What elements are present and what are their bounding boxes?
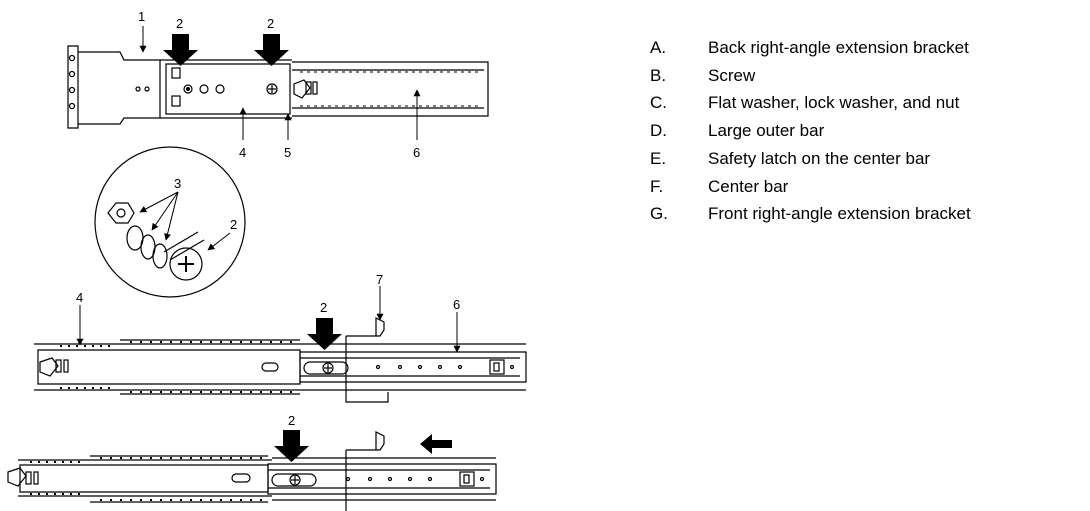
legend-key: E. [650,148,667,168]
callout-2-top-right: 2 [267,16,274,31]
rail-assembly-diagram: 1 2 2 4 5 6 3 2 [7,9,527,511]
legend-key: B. [650,65,667,85]
callout-2-bottom: 2 [288,413,295,428]
callout-1-top: 1 [138,9,145,24]
legend-key: A. [650,38,667,57]
center-bar-top [292,61,489,117]
bottom-rail-assembly [7,431,497,511]
callout-6-top: 6 [413,145,420,160]
legend-key: F. [650,176,664,196]
callout-2-top-left: 2 [176,16,183,31]
slide-direction-arrow [420,434,452,454]
legend-item: C. Flat washer, lock washer, and nut [650,89,971,117]
callout-4-middle: 4 [76,290,83,305]
callout-5-top: 5 [284,145,291,160]
push-arrow-middle [307,318,342,350]
callout-2-detail: 2 [230,217,237,232]
legend-text: Center bar [708,176,789,196]
legend-text: Flat washer, lock washer, and nut [708,93,960,113]
legend-text: Front right-angle extension bracket [708,204,971,224]
callout-3-detail: 3 [174,176,181,191]
legend-item: F. Center bar [650,173,971,201]
callout-4-top: 4 [239,145,246,160]
legend-item: E. Safety latch on the center bar [650,145,971,173]
legend-item: D. Large outer bar [650,117,971,145]
legend-text: Back right-angle extension bracket [708,38,969,57]
outer-bar-top [160,59,292,119]
hardware-detail [94,146,246,298]
legend-item: G. Front right-angle extension bracket [650,200,971,228]
legend-item: A. Back right-angle extension bracket [650,34,971,62]
legend-key: D. [650,121,667,141]
legend-list: A. Back right-angle extension bracket B. S… [650,34,971,228]
legend-key: C. [650,93,667,113]
middle-rail-assembly [34,317,527,403]
back-bracket [67,45,161,129]
legend-key: G. [650,204,668,224]
callout-2-middle: 2 [320,300,327,315]
push-arrow-top-right [254,34,289,66]
legend-text: Screw [708,65,756,85]
callout-6-middle: 6 [453,297,460,312]
push-arrow-top-left [163,34,198,66]
push-arrow-bottom [274,430,309,462]
legend-text: Large outer bar [708,121,825,141]
legend-item: B. Screw [650,62,971,90]
callout-7-middle: 7 [376,272,383,287]
legend-text: Safety latch on the center bar [708,148,931,168]
